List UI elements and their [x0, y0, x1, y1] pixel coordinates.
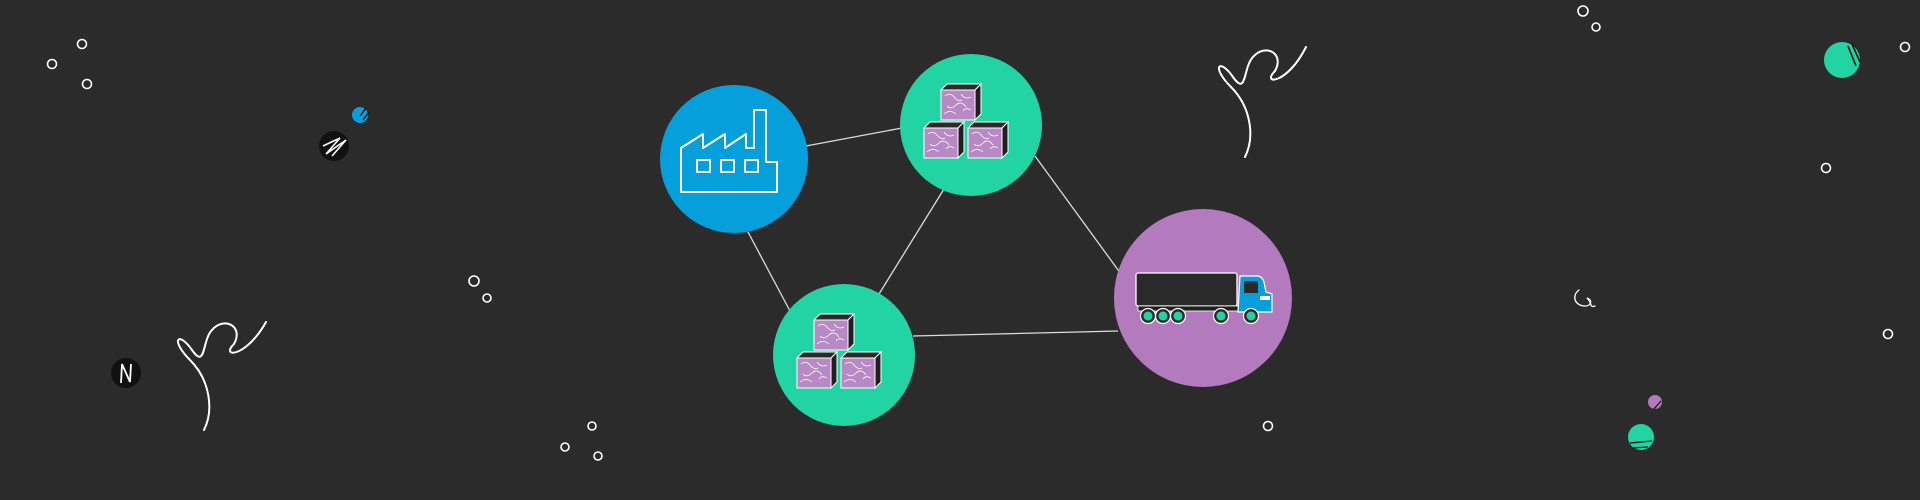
- decor-swirls: [177, 46, 1596, 431]
- link-factory-warehouse-bottom: [747, 231, 791, 312]
- network-links: [747, 127, 1122, 337]
- link-factory-warehouse-top: [805, 127, 903, 147]
- delivery-node: [1114, 209, 1292, 387]
- factory-icon: [680, 109, 778, 193]
- link-warehouse-bottom-delivery: [912, 330, 1119, 337]
- decor-circles: [46, 5, 1911, 461]
- decor-dots: [111, 42, 1861, 450]
- factory-node: [660, 85, 808, 233]
- warehouse-top-node: [900, 54, 1042, 196]
- link-warehouse-top-bottom: [878, 188, 945, 295]
- truck-icon: [1135, 272, 1273, 325]
- warehouse-bottom-node: [773, 284, 915, 426]
- link-warehouse-top-delivery: [1034, 155, 1122, 275]
